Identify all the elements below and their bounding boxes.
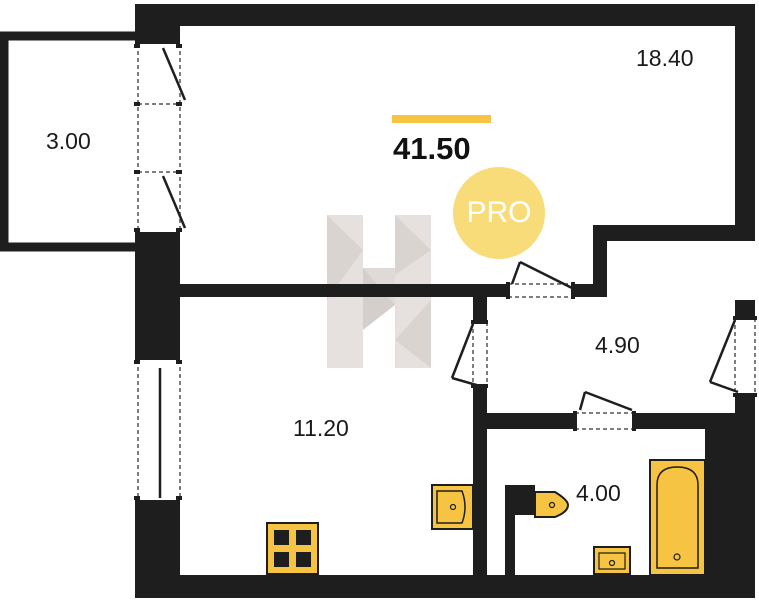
room-area-hallway: 4.90 bbox=[595, 332, 640, 358]
room-area-balcony: 3.00 bbox=[46, 128, 91, 154]
total-area-label: 41.50 bbox=[393, 131, 471, 166]
pro-badge: PRO bbox=[453, 167, 545, 259]
door-swings bbox=[158, 47, 739, 498]
balcony-outline bbox=[0, 31, 138, 252]
bathtub-icon bbox=[649, 459, 706, 576]
opening-markers bbox=[134, 44, 757, 500]
openings bbox=[137, 44, 756, 500]
exterior-walls bbox=[135, 4, 755, 598]
room-area-kitchen: 11.20 bbox=[293, 415, 349, 441]
interior-walls bbox=[180, 225, 755, 578]
room-area-bathroom: 4.00 bbox=[576, 480, 621, 506]
room-area-main-room: 18.40 bbox=[636, 45, 694, 71]
washbasin-icon bbox=[593, 546, 631, 575]
total-area-accent-bar bbox=[392, 115, 491, 123]
sink-icon bbox=[431, 484, 474, 530]
toilet-icon bbox=[534, 491, 570, 518]
stove-icon bbox=[266, 522, 319, 575]
